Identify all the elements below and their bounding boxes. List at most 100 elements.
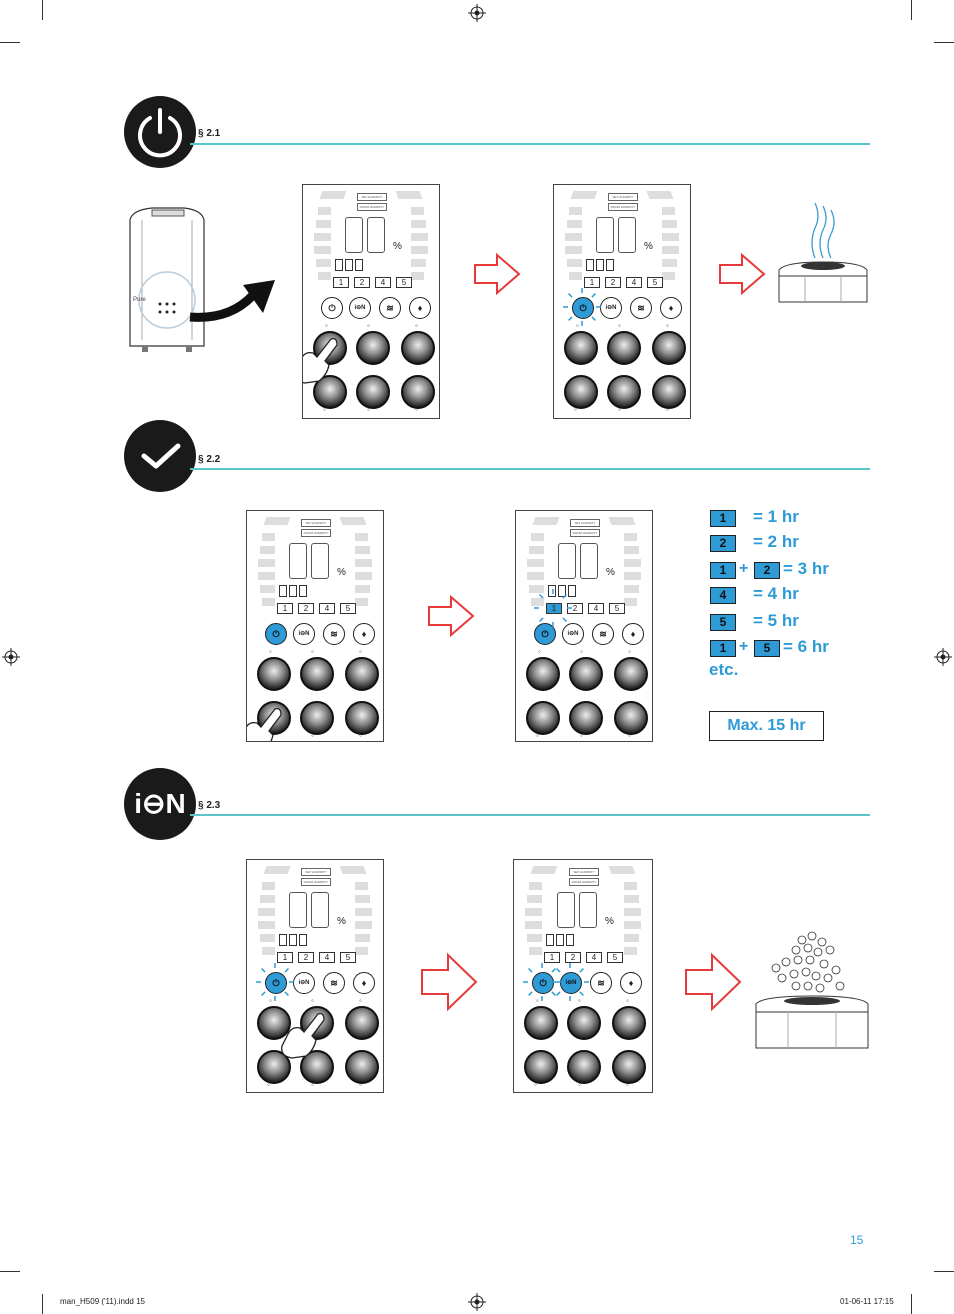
fan-bar [299, 934, 307, 946]
power-button-icon: ⏻ [534, 623, 556, 645]
control-knob[interactable] [257, 657, 291, 691]
control-knob[interactable] [567, 1006, 601, 1040]
timer-key-box: 4 [710, 587, 736, 604]
control-knob[interactable] [567, 1050, 601, 1084]
mist-button-icon: ≋ [592, 623, 614, 645]
section-rule [190, 814, 870, 816]
fan-level-bars [279, 934, 309, 946]
control-knob[interactable] [612, 1006, 646, 1040]
fan-level-bars [548, 585, 578, 597]
key-symbol-icon: ◦ [578, 1080, 581, 1089]
curved-arrow-icon [189, 280, 275, 322]
level-segment [624, 585, 639, 593]
level-segment [567, 259, 582, 267]
control-knob[interactable] [526, 701, 560, 735]
crop-mark [42, 1294, 43, 1314]
control-knob[interactable] [614, 657, 648, 691]
ion-button-icon: i⊖N [560, 972, 582, 994]
level-segment [565, 246, 582, 254]
fan-bar [279, 934, 287, 946]
control-knob[interactable] [614, 701, 648, 735]
registration-mark-icon [468, 1293, 486, 1311]
ion-button-icon: i⊖N [600, 297, 622, 319]
page-number: 15 [850, 1233, 864, 1247]
fan-level-bars [335, 259, 365, 271]
room-humidity-tag: ROOM HUMIDITY [301, 529, 331, 537]
timer-number: 2 [565, 952, 581, 963]
control-knob[interactable] [345, 1050, 379, 1084]
control-knob[interactable] [257, 1006, 291, 1040]
crop-mark [0, 42, 20, 43]
control-knob[interactable] [612, 1050, 646, 1084]
level-segment [314, 233, 331, 241]
level-segment [395, 191, 423, 199]
timer-number: 2 [298, 603, 314, 614]
key-symbol-icon: ◦ [415, 321, 418, 330]
level-segment [262, 598, 275, 606]
control-knob[interactable] [569, 701, 603, 735]
control-knob[interactable] [652, 375, 686, 409]
level-segment [527, 934, 542, 942]
control-knob[interactable] [300, 657, 334, 691]
ion-button-icon: i⊖N [349, 297, 371, 319]
humidity-button-icon: ♦ [622, 623, 644, 645]
ionizing-humidifier [755, 931, 869, 1049]
control-knob[interactable] [356, 375, 390, 409]
level-segment [531, 533, 544, 541]
level-segment [662, 233, 679, 241]
steaming-humidifier-top [778, 202, 868, 303]
level-segment [527, 895, 542, 903]
control-knob[interactable] [345, 657, 379, 691]
control-knob[interactable] [564, 375, 598, 409]
max-timer-box: Max. 15 hr [709, 711, 824, 741]
level-segment [529, 585, 544, 593]
control-knob[interactable] [607, 331, 641, 365]
control-knob[interactable] [564, 331, 598, 365]
fan-bar [596, 259, 604, 271]
control-knob[interactable] [526, 657, 560, 691]
control-knob[interactable] [652, 331, 686, 365]
legend-duration: = 4 hr [753, 584, 799, 603]
humidity-button-icon: ♦ [620, 972, 642, 994]
section-rule [190, 143, 870, 145]
timer-key-box: 2 [754, 562, 780, 579]
level-segment [339, 517, 367, 525]
timer-key-box: 1 [710, 562, 736, 579]
level-segment [258, 908, 275, 916]
key-symbol-icon: ◦ [415, 405, 418, 414]
timer-number: 4 [319, 603, 335, 614]
legend-duration: = 6 hr [783, 637, 829, 656]
timer-number: 1 [584, 277, 600, 288]
mist-button-icon: ≋ [379, 297, 401, 319]
key-symbol-icon: ◦ [311, 1080, 314, 1089]
control-knob[interactable] [607, 375, 641, 409]
timer-key-box: 1 [710, 640, 736, 657]
level-segment [662, 246, 679, 254]
control-knob[interactable] [345, 701, 379, 735]
control-knob[interactable] [401, 375, 435, 409]
control-knob[interactable] [569, 657, 603, 691]
key-symbol-icon: ◦ [574, 405, 577, 414]
key-symbol-icon: ◦ [267, 1080, 270, 1089]
control-knob[interactable] [356, 331, 390, 365]
control-knob[interactable] [401, 331, 435, 365]
level-segment [624, 921, 641, 929]
power-button-icon: ⏻ [572, 297, 594, 319]
level-segment [316, 259, 331, 267]
level-segment [355, 598, 368, 606]
control-knob[interactable] [524, 1006, 558, 1040]
control-knob[interactable] [345, 1006, 379, 1040]
humidifier-device [129, 207, 205, 352]
level-segment [624, 934, 639, 942]
key-symbol-icon: ◦ [618, 405, 621, 414]
key-symbol-icon: ◦ [576, 321, 579, 330]
control-knob[interactable] [300, 701, 334, 735]
fan-bar [568, 585, 576, 597]
display-digit [367, 217, 385, 253]
level-segment [411, 272, 424, 280]
fan-bar [558, 585, 566, 597]
control-knob[interactable] [524, 1050, 558, 1084]
